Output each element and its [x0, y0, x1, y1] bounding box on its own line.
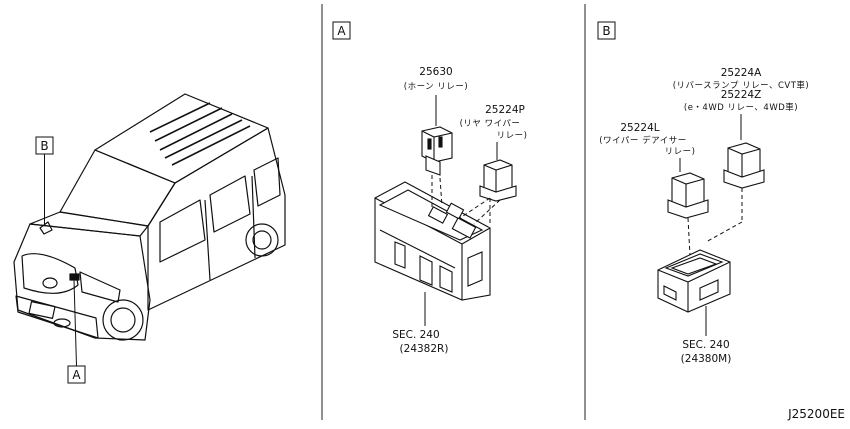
part-number-25224L: 25224L: [620, 122, 659, 134]
panel-a: A 25630 (ホーン リレー) 25224P (リヤ ワイパー リレー): [332, 21, 528, 355]
callout-a-vehicle: A: [67, 279, 86, 384]
part-name-25224L-1: (ワイパー デアイサー: [599, 135, 686, 146]
sec-b-line1: SEC. 240: [682, 339, 729, 351]
part-name-25630: (ホーン リレー): [404, 82, 468, 92]
part-number-25630: 25630: [419, 66, 452, 78]
sec-b-line2: (24380M): [681, 353, 732, 365]
callout-b-vehicle: B: [35, 136, 54, 226]
relay-25224L: [667, 172, 709, 219]
sec-a-line1: SEC. 240: [392, 329, 439, 341]
panel-a-label: A: [337, 24, 346, 38]
relay-25224A-Z: [723, 142, 765, 189]
dashed-guides-b: [687, 188, 743, 257]
part-name-25224P-1: (リヤ ワイパー: [460, 119, 521, 129]
relay-block-24382R: [374, 181, 491, 301]
relay-25630: [421, 126, 453, 176]
vehicle-illustration: [13, 93, 286, 341]
part-name-25224Z: (e・4WD リレー、4WD車): [684, 102, 798, 113]
relay-25224P: [479, 159, 517, 202]
part-number-25224A: 25224A: [721, 67, 762, 79]
sec-a-line2: (24382R): [400, 343, 449, 355]
part-number-25224P: 25224P: [485, 104, 525, 116]
relay-holder-24380M: [657, 249, 731, 313]
part-name-25224A: (リバースランプ リレー、CVT車): [673, 80, 810, 91]
dashed-guides-a: [431, 175, 501, 225]
part-name-25224P-2: リレー): [497, 131, 528, 141]
part-name-25224L-2: リレー): [665, 147, 696, 157]
panel-b: B 25224A (リバースランプ リレー、CVT車) 25224Z (e・4W…: [597, 21, 810, 365]
callout-a-label: A: [72, 368, 81, 382]
part-number-25224Z: 25224Z: [721, 89, 762, 101]
diagram-code: J25200EE: [787, 407, 845, 421]
callout-b-label: B: [40, 139, 48, 153]
panel-b-label: B: [602, 24, 610, 38]
